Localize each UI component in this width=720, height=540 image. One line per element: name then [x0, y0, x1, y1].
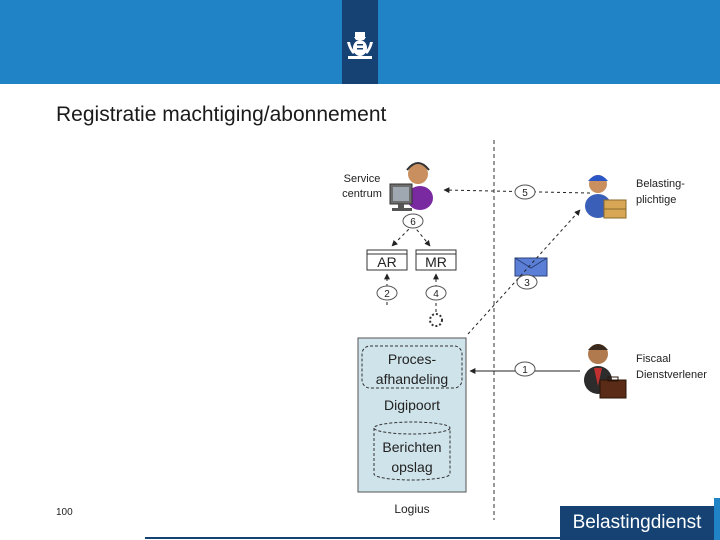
service-centrum-label-2: centrum [342, 188, 382, 200]
envelope-icon [514, 257, 548, 277]
slide-title: Registratie machtiging/abonnement [56, 103, 387, 126]
footer-line [145, 537, 720, 539]
brand-edge [714, 498, 720, 540]
fiscaal-dienstverlener-label-2: Dienstverlener [636, 369, 707, 381]
svg-text:1: 1 [522, 365, 528, 376]
fiscaal-dienstverlener-icon [584, 344, 627, 399]
storage-label-2: opslag [391, 459, 432, 475]
step-badge-4: 4 [425, 285, 447, 301]
svg-text:5: 5 [522, 188, 528, 199]
service-agent-icon [389, 162, 433, 211]
mr-label: MR [425, 254, 447, 270]
brand-logo: Belastingdienst [560, 506, 714, 540]
step-badge-6: 6 [402, 213, 424, 229]
svg-text:2: 2 [384, 289, 390, 300]
svg-text:6: 6 [410, 217, 416, 228]
ar-label: AR [377, 254, 396, 270]
step-badge-2: 2 [376, 285, 398, 301]
logo-bar [342, 0, 378, 84]
page-number: 100 [56, 507, 73, 518]
svg-text:4: 4 [433, 289, 439, 300]
process-label-1: Proces- [388, 351, 437, 367]
mr-register: MR [415, 249, 457, 271]
logius-label: Logius [394, 502, 429, 516]
process-label-2: afhandeling [376, 371, 448, 387]
connector-icon [429, 313, 443, 327]
arrow-3 [467, 209, 581, 335]
storage-label-1: Berichten [382, 439, 441, 455]
fiscaal-dienstverlener-label-1: Fiscaal [636, 353, 671, 365]
step-badge-3: 3 [516, 274, 538, 290]
svg-text:3: 3 [524, 278, 530, 289]
service-centrum-label-1: Service [344, 173, 381, 185]
digipoort-label: Digipoort [384, 397, 440, 413]
arrow-6-mr [412, 224, 431, 247]
digipoort-block: Proces- afhandeling Digipoort Berichten … [357, 337, 467, 493]
belastingplichtige-label-2: plichtige [636, 194, 676, 206]
coat-of-arms-icon [347, 32, 373, 59]
arrow-6-ar [391, 224, 414, 247]
step-badge-5: 5 [514, 184, 536, 200]
step-badge-1: 1 [514, 361, 536, 377]
ar-register: AR [366, 249, 408, 271]
belastingplichtige-label-1: Belasting- [636, 178, 685, 190]
belastingplichtige-icon [585, 175, 627, 219]
